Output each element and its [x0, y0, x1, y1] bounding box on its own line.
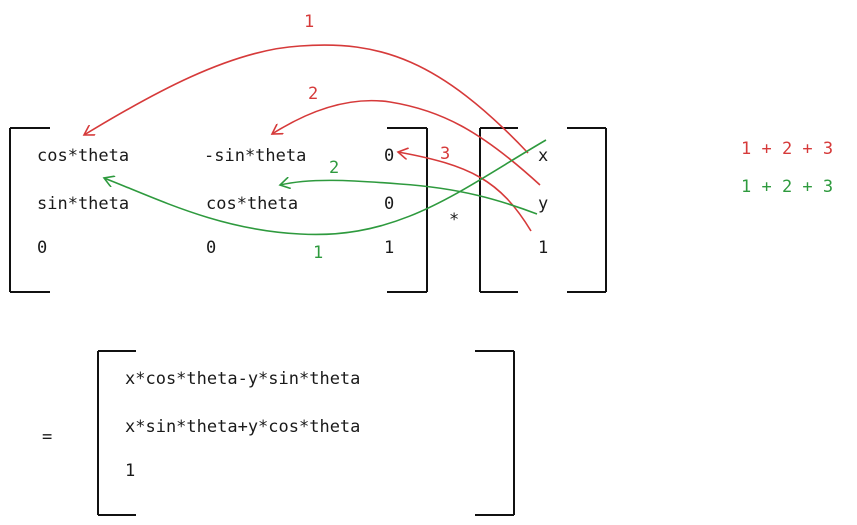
matrix-cell-r2c3: 0: [384, 194, 395, 214]
result-cell-3: 1: [125, 461, 136, 481]
multiply-symbol: *: [449, 210, 460, 230]
red-arrow-3-label: 3: [440, 144, 451, 164]
green-arrow-1: [104, 139, 547, 236]
green-arrow-2-label: 2: [329, 158, 340, 178]
red-arrow-3: [398, 152, 532, 232]
vector-cell-y: y: [538, 194, 549, 214]
result-right-bracket: [475, 350, 515, 516]
rotation-matrix-right-bracket: [387, 127, 428, 293]
matrix-cell-r1c3: 0: [384, 146, 395, 166]
result-cell-1: x*cos*theta-y*sin*theta: [125, 369, 361, 389]
red-arrow-2-label: 2: [308, 84, 319, 104]
red-sum-legend: 1 + 2 + 3: [741, 139, 834, 159]
green-arrow-1-label: 1: [313, 243, 324, 263]
equals-symbol: =: [42, 427, 53, 447]
green-sum-legend: 1 + 2 + 3: [741, 177, 834, 197]
matrix-cell-r3c3: 1: [384, 238, 395, 258]
green-arrow-2: [280, 180, 538, 215]
matrix-cell-r1c2: -sin*theta: [204, 146, 307, 166]
matrix-cell-r3c2: 0: [206, 238, 217, 258]
matrix-cell-r1c1: cos*theta: [37, 146, 130, 166]
matrix-cell-r3c1: 0: [37, 238, 48, 258]
matrix-cell-r2c1: sin*theta: [37, 194, 130, 214]
vector-right-bracket: [567, 127, 607, 293]
rotation-matrix-left-bracket: [9, 127, 50, 293]
matrix-cell-r2c2: cos*theta: [206, 194, 299, 214]
red-arrow-1-label: 1: [304, 12, 315, 32]
vector-cell-x: x: [538, 146, 549, 166]
red-arrow-2: [272, 99, 541, 186]
result-left-bracket: [97, 350, 136, 516]
vector-cell-1: 1: [538, 238, 549, 258]
vector-left-bracket: [479, 127, 518, 293]
red-arrow-1: [84, 44, 529, 154]
result-cell-2: x*sin*theta+y*cos*theta: [125, 417, 361, 437]
